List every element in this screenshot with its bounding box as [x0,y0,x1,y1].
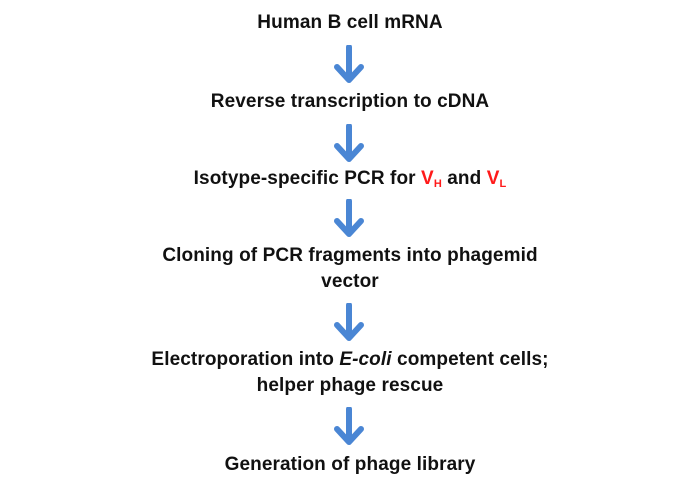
step-label-middle: and [441,168,487,189]
step-electroporation: Electroporation into E-coli competent ce… [0,347,700,399]
down-arrow-icon [331,45,367,85]
step-reverse-transcription: Reverse transcription to cDNA [0,89,700,115]
vl-label: VL [486,168,507,190]
step-label-prefix: Isotype-specific PCR for [193,168,422,189]
step-label: Reverse transcription to cDNA [210,91,490,112]
step-generation-phage-library: Generation of phage library [0,452,700,478]
step-label-line-1: Electroporation into E-coli competent ce… [151,349,549,370]
step-label-line-1: Cloning of PCR fragments into phagemid [162,245,538,266]
down-arrow-icon [331,199,367,239]
vh-label: VH [421,168,442,190]
step-label-line-2: vector [321,271,379,292]
step-label: Human B cell mRNA [257,12,443,33]
step-human-b-cell-mrna: Human B cell mRNA [0,10,700,36]
step-label-line-2: helper phage rescue [256,375,444,396]
step-label: Generation of phage library [224,454,476,475]
step-isotype-specific-pcr: Isotype-specific PCR for VH and VL [0,166,700,192]
step-cloning-pcr-fragments: Cloning of PCR fragments into phagemid v… [0,243,700,295]
down-arrow-icon [331,407,367,447]
e-coli-label: E-coli [339,349,392,370]
down-arrow-icon [331,124,367,164]
down-arrow-icon [331,303,367,343]
